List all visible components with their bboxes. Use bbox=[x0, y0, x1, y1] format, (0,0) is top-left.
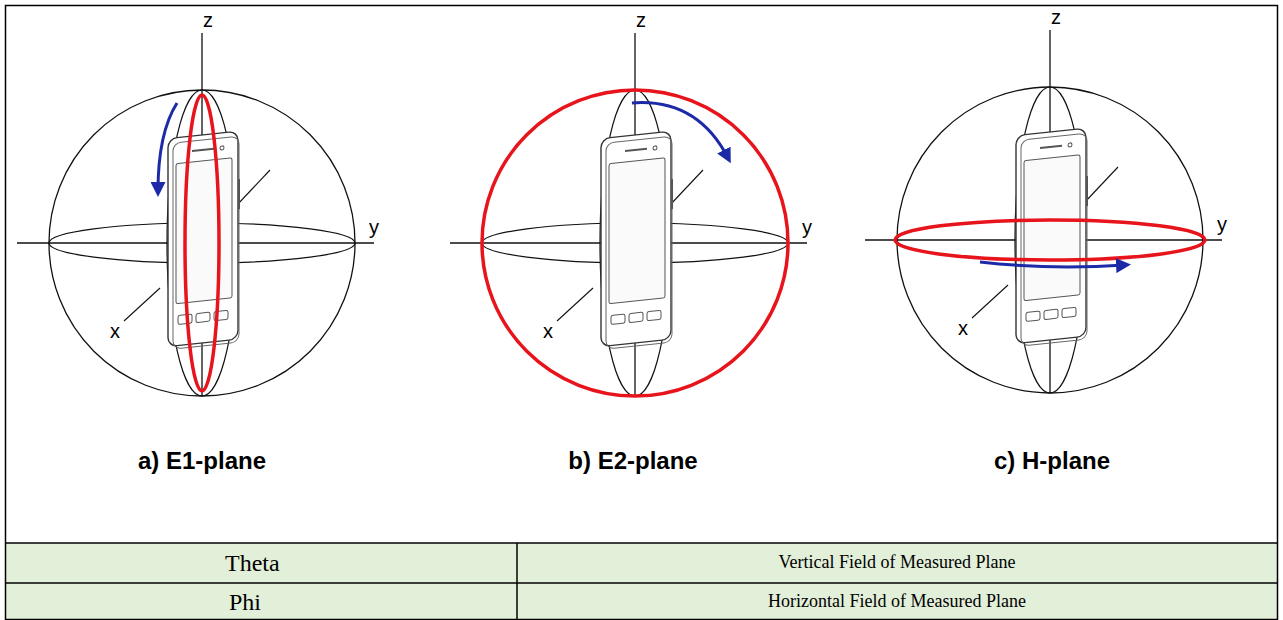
axis-label: z bbox=[1051, 6, 1061, 28]
axis-label: x bbox=[110, 320, 120, 342]
panel-caption: b) E2-plane bbox=[568, 448, 697, 474]
axis-label: x bbox=[543, 320, 553, 342]
axis-label: y bbox=[369, 216, 379, 238]
axis-label: y bbox=[802, 216, 812, 238]
panel-caption: a) E1-plane bbox=[138, 448, 266, 474]
table-cell: Horizontal Field of Measured Plane bbox=[768, 592, 1026, 612]
table-cell: Phi bbox=[229, 589, 261, 615]
axis-label: z bbox=[203, 9, 213, 31]
table-cell: Vertical Field of Measured Plane bbox=[779, 553, 1016, 573]
axis-label: y bbox=[1217, 213, 1227, 235]
table-cell: Theta bbox=[225, 550, 280, 576]
panel-caption: c) H-plane bbox=[994, 448, 1110, 474]
axis-label: z bbox=[636, 9, 646, 31]
axis-label: x bbox=[958, 317, 968, 339]
